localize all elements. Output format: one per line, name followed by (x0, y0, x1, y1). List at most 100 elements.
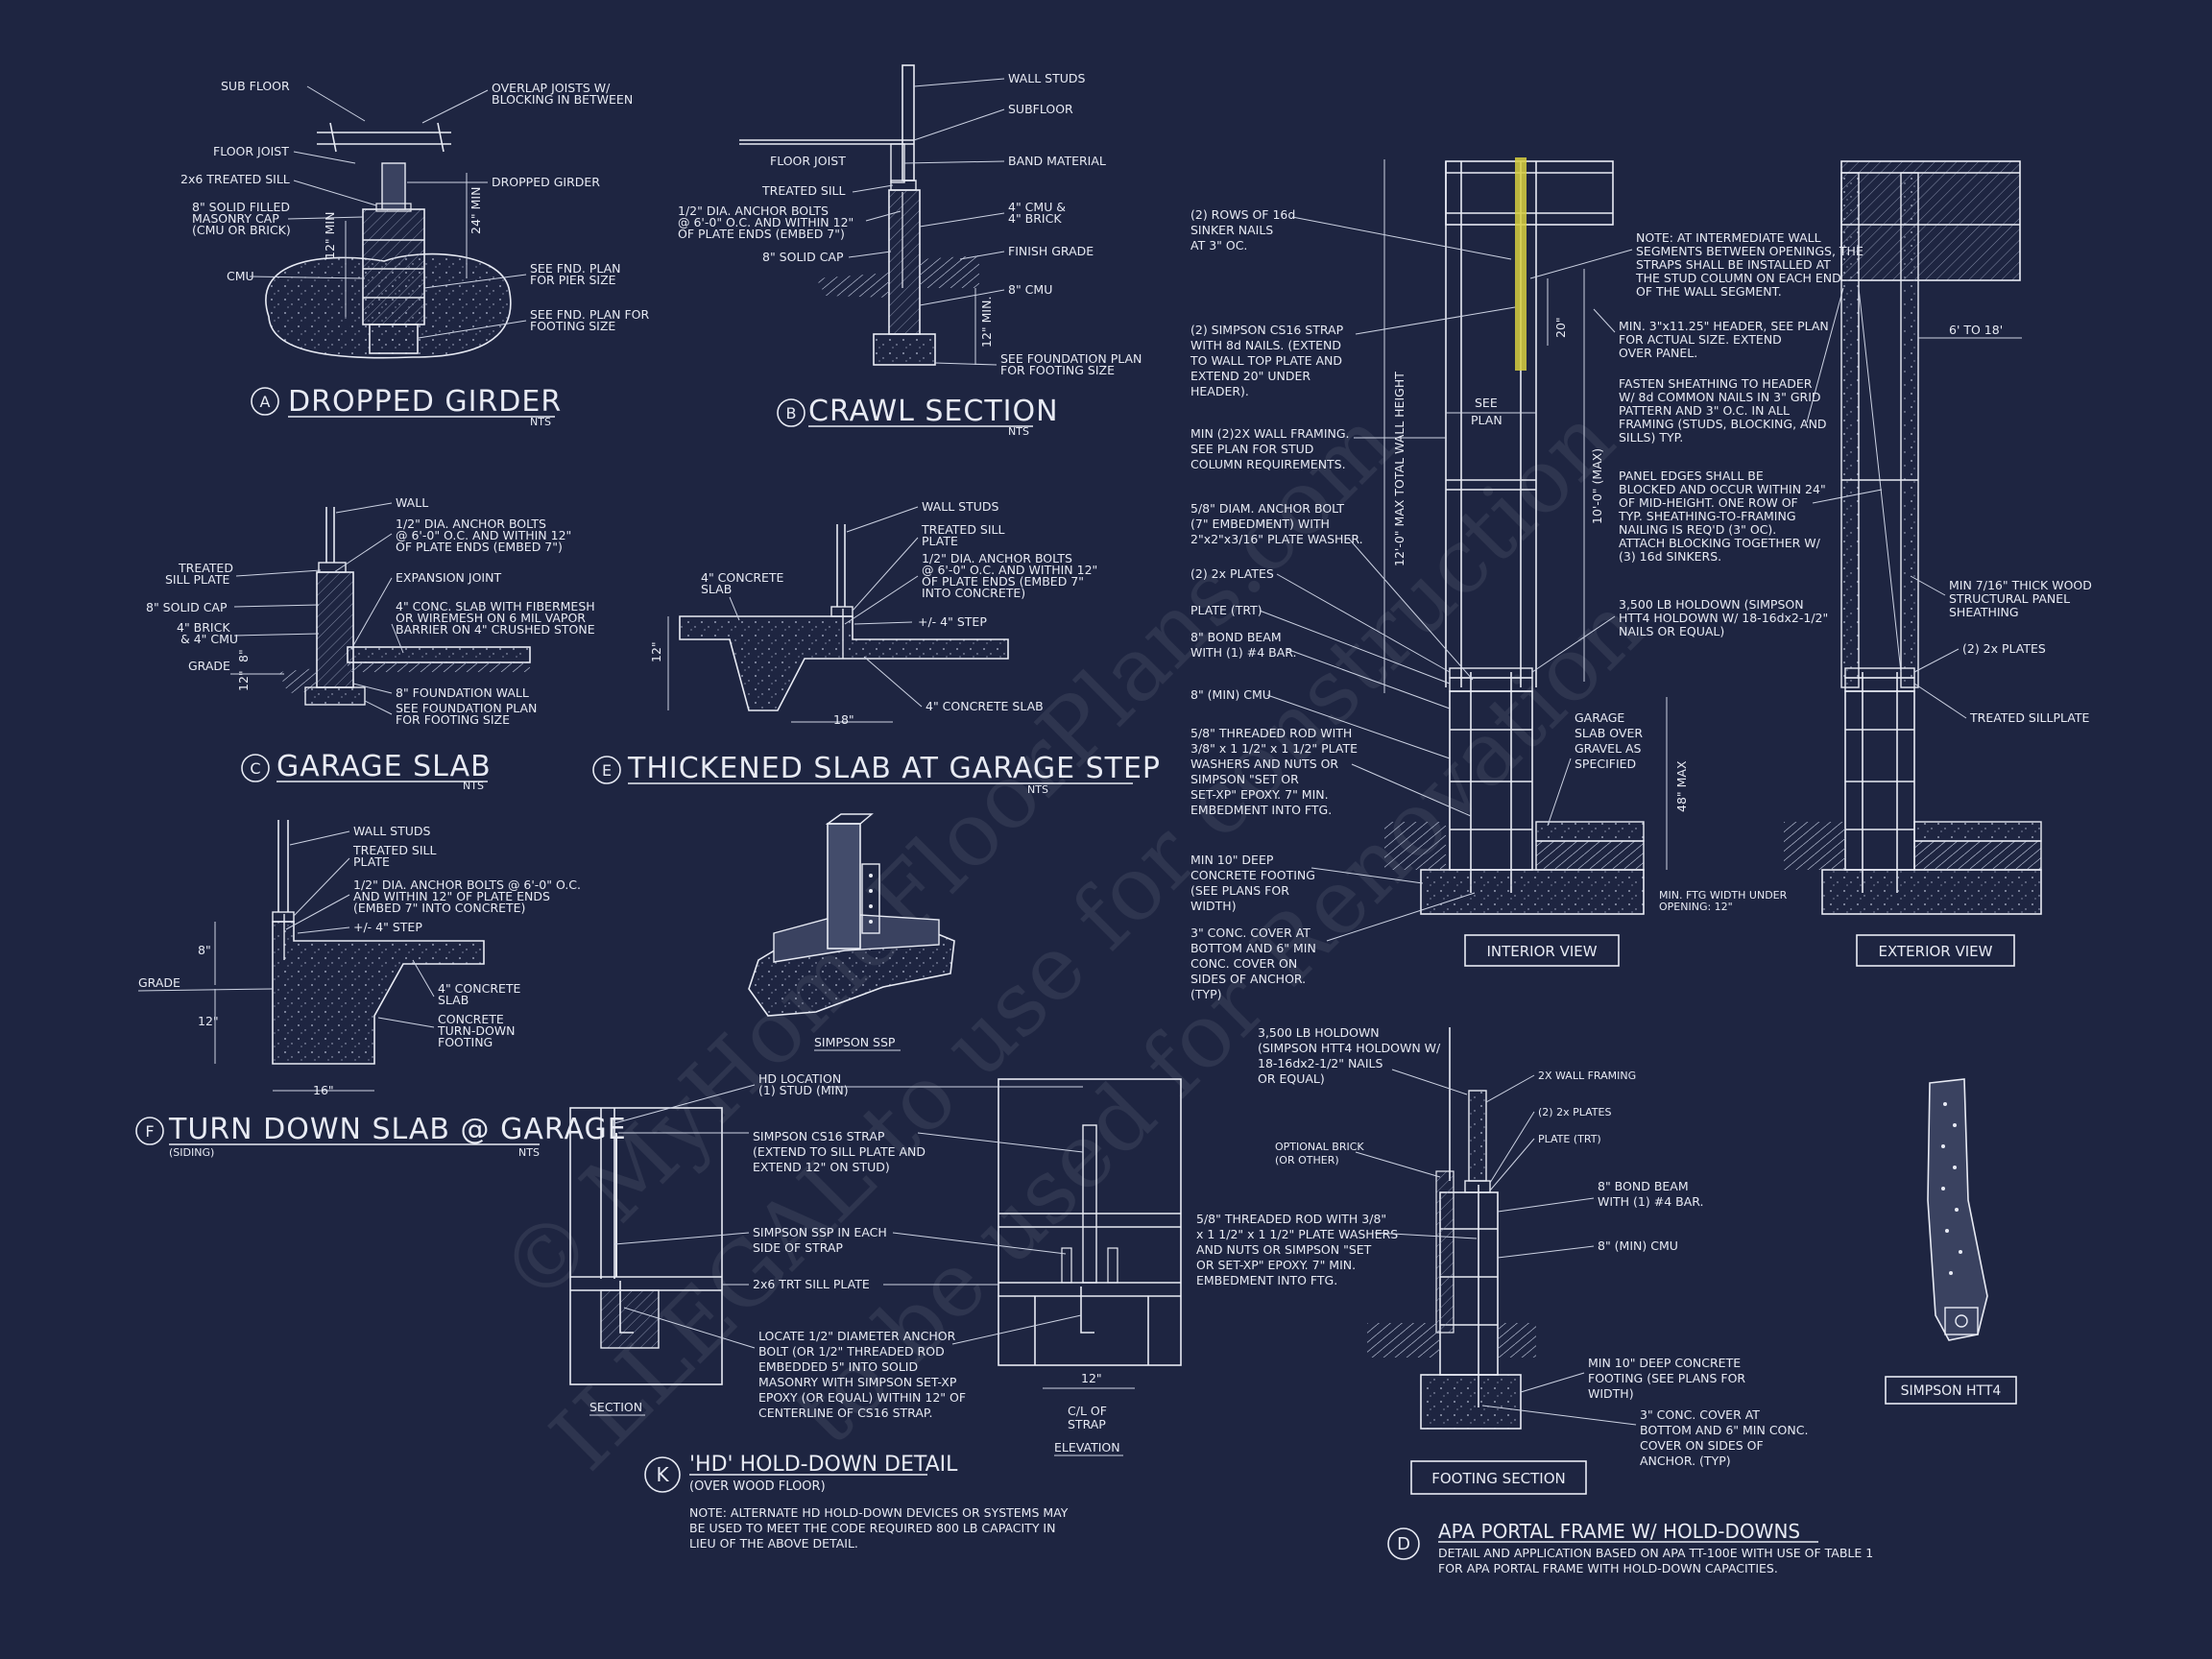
detail-letter: C (250, 759, 260, 778)
label: 5/8" THREADED ROD WITH 3/8" (1196, 1212, 1386, 1226)
label: EXPANSION JOINT (396, 570, 501, 585)
label: CENTERLINE OF CS16 STRAP. (758, 1406, 932, 1420)
label: TREATED SILL (352, 843, 437, 857)
label: SIDE OF STRAP (753, 1240, 843, 1255)
label: WALL STUDS (353, 824, 430, 838)
label: SLAB OVER (1575, 726, 1643, 740)
detail-title: TURN DOWN SLAB @ GARAGE (168, 1113, 627, 1146)
label: WITH (1) #4 BAR. (1598, 1194, 1703, 1209)
simpson-ssp-illustration: SIMPSON SSP (748, 813, 955, 1051)
label: EPOXY (OR EQUAL) WITHIN 12" OF (758, 1390, 966, 1405)
dimension: 20" (1553, 317, 1568, 338)
footing (1420, 869, 1645, 915)
label: 2x6 TREATED SILL (180, 172, 290, 186)
note: NAILING IS REQ'D (3" OC). (1619, 522, 1776, 537)
note: THE STUD COLUMN ON EACH END (1635, 271, 1841, 285)
label: 4" BRICK (1008, 211, 1062, 226)
label: (SIMPSON HTT4 HOLDOWN W/ (1258, 1041, 1441, 1055)
label: 4" CONC. SLAB WITH FIBERMESH (396, 599, 595, 613)
label: WITH 8d NAILS. (EXTEND (1190, 338, 1341, 352)
label: SIMPSON SSP IN EACH (753, 1225, 887, 1239)
label: (7" EMBEDMENT) WITH (1190, 517, 1330, 531)
label: 8" SOLID CAP (762, 250, 844, 264)
dimension: 16" (313, 1083, 334, 1097)
label: SUB FLOOR (221, 79, 290, 93)
label: TO WALL TOP PLATE AND (1190, 353, 1342, 368)
label: (EMBED 7" INTO CONCRETE) (353, 901, 525, 915)
detail-exterior-view: 6' TO 18' MIN 7/16" THICK WOOD STRUCTURA… (1784, 160, 2092, 967)
label: PLAN (1471, 413, 1503, 427)
label: (EXTEND TO SILL PLATE AND (753, 1144, 926, 1159)
label: INTO CONCRETE) (922, 586, 1025, 600)
detail-letter: F (145, 1122, 154, 1141)
label: GARAGE (1575, 710, 1624, 725)
note: OF MID-HEIGHT. ONE ROW OF (1619, 495, 1798, 510)
label: 1/2" DIA. ANCHOR BOLTS (396, 517, 546, 531)
label: TREATED SILL (761, 183, 846, 198)
note: BLOCKED AND OCCUR WITHIN 24" (1619, 482, 1826, 496)
label: SIDES OF ANCHOR. (1190, 972, 1306, 986)
label: 5/8" DIAM. ANCHOR BOLT (1190, 501, 1344, 516)
label: 3" CONC. COVER AT (1640, 1407, 1760, 1422)
label: SEE FND. PLAN (530, 261, 621, 276)
label: SILL PLATE (165, 572, 230, 587)
label: (2) SIMPSON CS16 STRAP (1190, 323, 1344, 337)
view-label: EXTERIOR VIEW (1879, 943, 1993, 960)
label: WIDTH) (1588, 1386, 1634, 1401)
label: OPENING: 12" (1659, 901, 1733, 913)
label: PLATE (TRT) (1190, 603, 1262, 617)
label: BOLT (OR 1/2" THREADED ROD (758, 1344, 945, 1358)
note: NOTE: AT INTERMEDIATE WALL (1636, 230, 1821, 245)
girder (381, 162, 406, 210)
note: HTT4 HOLDOWN W/ 18-16dx2-1/2" (1619, 611, 1828, 625)
label: TREATED SILL (921, 522, 1005, 537)
label: SLAB (701, 582, 732, 596)
detail-title: DROPPED GIRDER (288, 385, 562, 419)
detail-subtitle: (SIDING) (169, 1146, 214, 1159)
label: SHEATHING (1949, 605, 2019, 619)
dimension: 12" (1081, 1371, 1102, 1385)
label: EMBEDDED 5" INTO SOLID (758, 1359, 918, 1374)
dimension: 10'-0" (MAX) (1590, 448, 1604, 524)
label: 1/2" DIA. ANCHOR BOLTS (678, 204, 829, 218)
simpson-htt4-illustration: SIMPSON HTT4 (1885, 1078, 2017, 1405)
label: BARRIER ON 4" CRUSHED STONE (396, 622, 595, 637)
label: BOTTOM AND 6" MIN (1190, 941, 1316, 955)
note: MIN. 3"x11.25" HEADER, SEE PLAN (1619, 319, 1829, 333)
label: STRUCTURAL PANEL (1949, 591, 2070, 606)
label: GRADE (188, 659, 230, 673)
label: 8" (MIN) CMU (1190, 687, 1271, 702)
label: 4" CONCRETE (438, 981, 521, 996)
note: (3) 16d SINKERS. (1619, 549, 1721, 564)
label: C/L OF (1068, 1404, 1107, 1418)
detail-subtitle: (OVER WOOD FLOOR) (689, 1479, 826, 1494)
label: (2) ROWS OF 16d (1190, 207, 1295, 222)
label: PLATE (353, 854, 390, 869)
label: OR SET-XP" EPOXY. 7" MIN. (1196, 1258, 1356, 1272)
cs16-strap (1515, 157, 1527, 371)
note: OF THE WALL SEGMENT. (1636, 284, 1782, 299)
label: MIN 7/16" THICK WOOD (1949, 578, 2092, 592)
label: 3/8" x 1 1/2" x 1 1/2" PLATE (1190, 741, 1358, 756)
scale-note: NTS (530, 416, 551, 428)
label: GRADE (138, 975, 180, 990)
label: 5/8" THREADED ROD WITH (1190, 726, 1352, 740)
label: FINISH GRADE (1008, 244, 1094, 258)
dimension: 24" MIN (469, 187, 483, 234)
label: 8" SOLID FILLED (192, 200, 290, 214)
label: +/- 4" STEP (918, 614, 987, 629)
label: @ 6'-0" O.C. AND WITHIN 12" (922, 563, 1097, 577)
note: ATTACH BLOCKING TOGETHER W/ (1619, 536, 1821, 550)
detail-letter: B (786, 404, 797, 422)
label: (SEE PLANS FOR (1190, 883, 1289, 898)
label: OF PLATE ENDS (EMBED 7") (396, 540, 563, 554)
turn-down-slab (272, 921, 485, 1065)
label: (2) 2x PLATES (1962, 641, 2046, 656)
foundation-wall (316, 571, 354, 688)
label: WITH (1) #4 BAR. (1190, 645, 1296, 660)
detail-subtitle-2: FOR APA PORTAL FRAME WITH HOLD-DOWN CAPA… (1438, 1561, 1778, 1575)
detail-c-garage-slab: WALL 1/2" DIA. ANCHOR BOLTS @ 6'-0" O.C.… (146, 495, 595, 792)
label: AT 3" OC. (1190, 238, 1247, 252)
label: AND NUTS OR SIMPSON "SET (1196, 1242, 1372, 1257)
detail-subtitle-1: DETAIL AND APPLICATION BASED ON APA TT-1… (1438, 1546, 1873, 1560)
